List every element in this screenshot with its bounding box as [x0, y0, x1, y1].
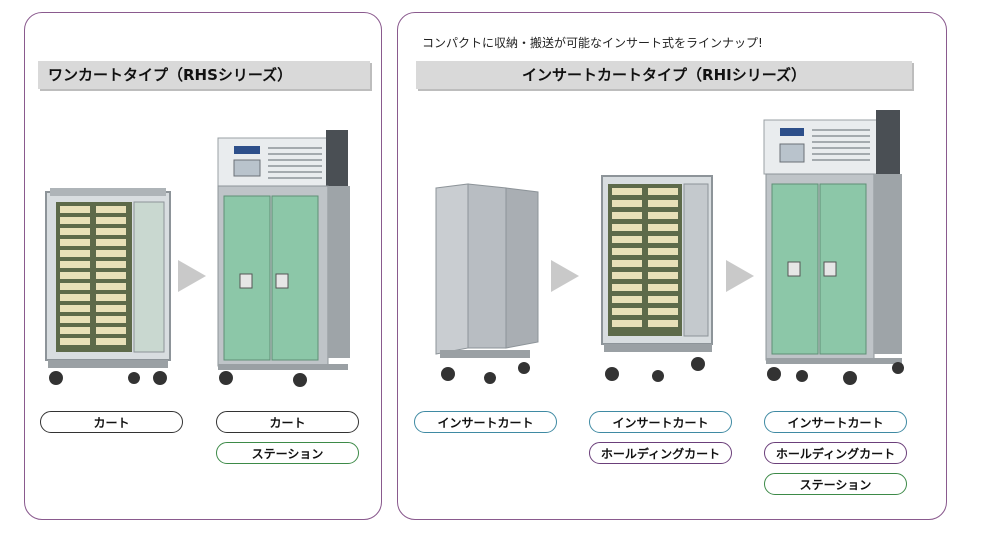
rhi-col2-insert-cart-label: インサートカート [589, 411, 732, 433]
rhs-cart-label: カート [40, 411, 183, 433]
rhi-tagline: コンパクトに収納・搬送が可能なインサート式をラインナップ! [422, 36, 763, 50]
arrow-right-icon [726, 260, 754, 292]
rhi-holding-cart-image [601, 175, 713, 382]
rhs-station-image [217, 130, 350, 387]
arrow-right-icon [551, 260, 579, 292]
rhi-col3-station-label: ステーション [764, 473, 907, 495]
rhs-cart-image [45, 188, 171, 385]
rhs-station-label: ステーション [216, 442, 359, 464]
rhi-section-title: インサートカートタイプ（RHIシリーズ） [416, 61, 912, 89]
rhi-col3-holding-cart-label: ホールディングカート [764, 442, 907, 464]
rhi-insert-cart-image [435, 183, 539, 384]
rhi-col1-insert-cart-label: インサートカート [414, 411, 557, 433]
rhs-station-cart-label: カート [216, 411, 359, 433]
rhi-station-image [763, 110, 904, 385]
rhs-section-title: ワンカートタイプ（RHSシリーズ） [38, 61, 370, 89]
rhi-col2-holding-cart-label: ホールディングカート [589, 442, 732, 464]
rhi-col3-insert-cart-label: インサートカート [764, 411, 907, 433]
arrow-right-icon [178, 260, 206, 292]
